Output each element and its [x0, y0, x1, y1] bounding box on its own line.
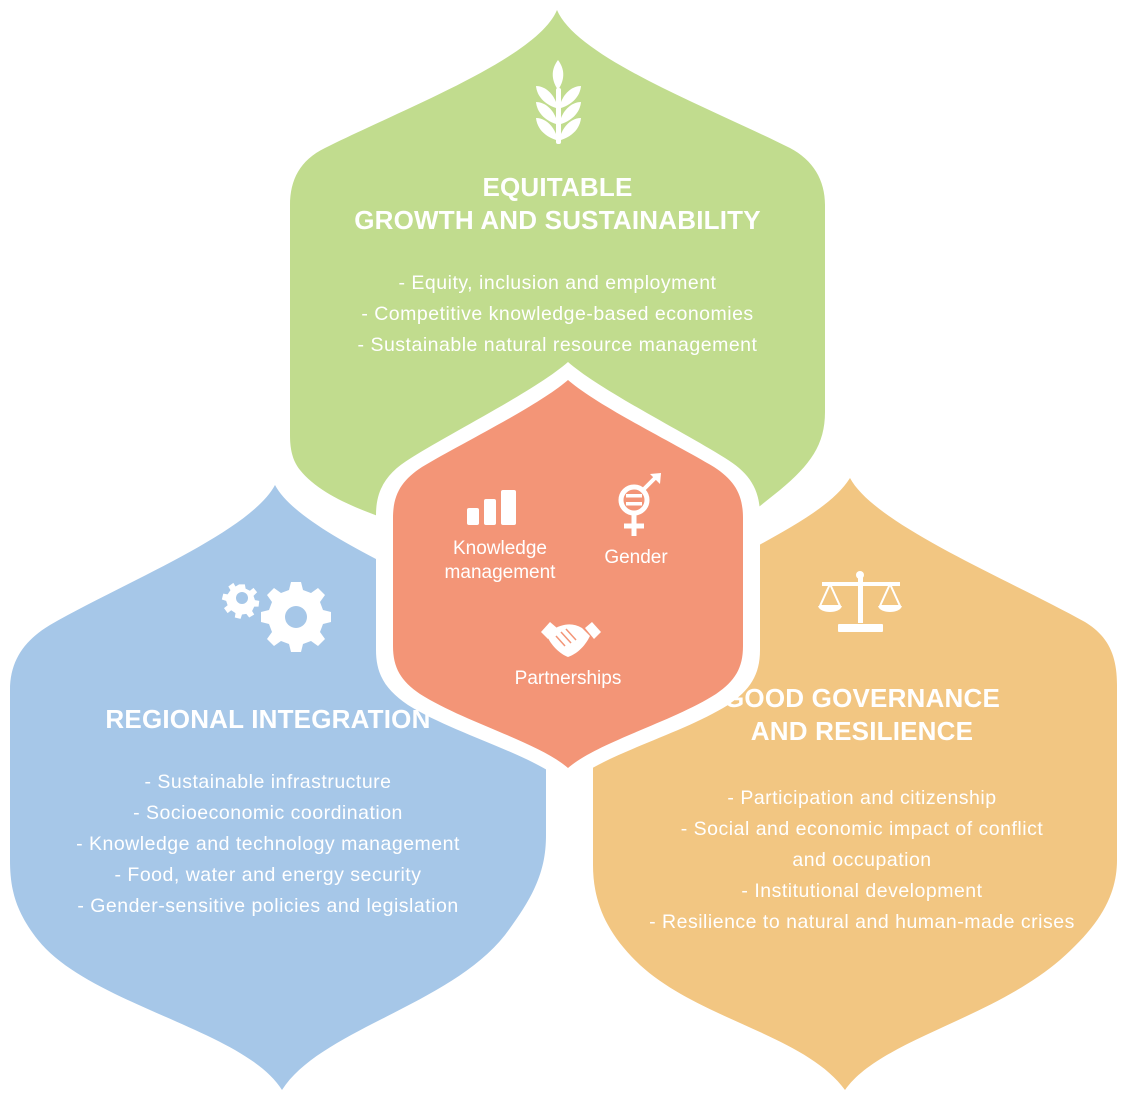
regional-title: REGIONAL INTEGRATION [0, 703, 536, 736]
list-item: - Institutional development [741, 880, 983, 902]
gender-label-text: Gender [604, 547, 668, 568]
growth-list: - Equity, inclusion and employment - Com… [290, 268, 825, 361]
list-item: - Equity, inclusion and employment [398, 272, 717, 294]
knowledge-label-line2: management [444, 562, 556, 583]
list-item: - Sustainable natural resource managemen… [357, 334, 758, 356]
list-item: and occupation [792, 849, 932, 871]
list-item: - Social and economic impact of conflict [680, 818, 1044, 840]
list-item: - Food, water and energy security [114, 864, 422, 886]
governance-shape [593, 478, 1117, 1090]
regional-title-text: REGIONAL INTEGRATION [105, 704, 431, 734]
partnerships-label: Partnerships [500, 667, 636, 691]
list-item: - Socioeconomic coordination [133, 802, 403, 824]
governance-title: GOOD GOVERNANCE AND RESILIENCE [612, 682, 1112, 748]
growth-title-line2: GROWTH AND SUSTAINABILITY [354, 205, 761, 235]
growth-title-line1: EQUITABLE [482, 172, 633, 202]
governance-title-line1: GOOD GOVERNANCE [723, 683, 1001, 713]
regional-list: - Sustainable infrastructure - Socioecon… [0, 767, 536, 922]
bar-chart-icon [467, 490, 516, 525]
handshake-icon [541, 622, 601, 657]
knowledge-label-line1: Knowledge [452, 538, 548, 559]
list-item: - Gender-sensitive policies and legislat… [77, 895, 459, 917]
gears-icon [221, 582, 331, 652]
growth-shape [290, 10, 825, 522]
list-item: - Knowledge and technology management [76, 833, 460, 855]
list-item: - Participation and citizenship [727, 787, 997, 809]
partnerships-label-text: Partnerships [514, 668, 622, 689]
list-item: - Sustainable infrastructure [144, 771, 392, 793]
knowledge-management-label: Knowledge management [430, 537, 570, 585]
gender-label: Gender [580, 546, 692, 570]
gender-equality-icon [618, 473, 661, 536]
governance-list: - Participation and citizenship - Social… [612, 783, 1112, 938]
growth-title: EQUITABLE GROWTH AND SUSTAINABILITY [290, 171, 825, 237]
list-item: - Competitive knowledge-based economies [361, 303, 754, 325]
governance-title-line2: AND RESILIENCE [750, 716, 974, 746]
list-item: - Resilience to natural and human-made c… [649, 911, 1075, 933]
scales-icon [818, 571, 902, 632]
wheat-icon [536, 60, 581, 144]
